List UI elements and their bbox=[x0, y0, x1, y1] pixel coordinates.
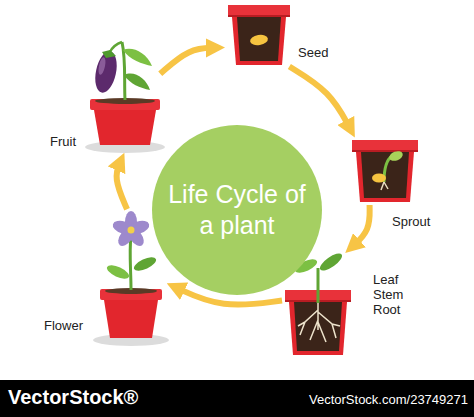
watermark-text: VectorStock.com/23749271 bbox=[309, 392, 468, 407]
cycle-arrow bbox=[160, 48, 216, 74]
cycle-arrow bbox=[117, 161, 127, 209]
fruit-stage: Fruit bbox=[88, 30, 158, 150]
stage-label: Leaf Stem Root bbox=[373, 272, 415, 317]
stage-label: Flower bbox=[44, 318, 83, 333]
sprout-pot bbox=[352, 140, 418, 202]
sprout-stage: Sprout bbox=[352, 140, 418, 202]
flower-stage: Flower bbox=[98, 212, 164, 342]
seed-pot bbox=[228, 5, 290, 65]
cycle-arrow bbox=[289, 67, 350, 130]
cycle-title: Life Cycle of a plant bbox=[162, 179, 312, 241]
stage-label: Sprout bbox=[392, 214, 430, 229]
leaf-stem-root-stage: Leaf Stem Root bbox=[285, 255, 351, 355]
circle-outline bbox=[152, 125, 322, 295]
fruit-pot bbox=[85, 42, 165, 153]
seed-stage: Seed bbox=[228, 5, 290, 65]
watermark-text: VectorStock® bbox=[8, 386, 138, 409]
stage-label: Seed bbox=[298, 45, 328, 60]
cycle-circle: Life Cycle of a plant bbox=[152, 125, 322, 295]
cycle-arrow bbox=[352, 205, 370, 247]
watermark-bar bbox=[0, 380, 474, 417]
stage-label: Fruit bbox=[50, 134, 76, 149]
